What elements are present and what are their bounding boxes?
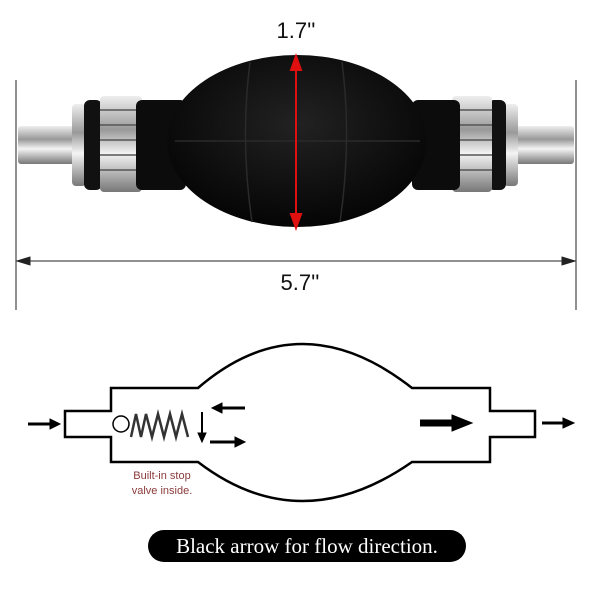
valve-note-line2: valve inside. (132, 485, 193, 497)
outlet-arrow-icon (542, 417, 576, 429)
caption-banner: Black arrow for flow direction. (148, 530, 466, 562)
left-flange (72, 104, 86, 186)
flow-diagram (63, 342, 537, 503)
into-bulb-arrow-icon (210, 436, 247, 448)
left-barb (18, 126, 76, 164)
pump-photo: 1.7'' 5.7'' (15, 18, 577, 310)
pump-outline (63, 342, 537, 503)
length-label: 5.7'' (281, 270, 320, 295)
valve-note-line1: Built-in stop (133, 470, 190, 482)
right-thread (452, 96, 492, 192)
flow-arrows (28, 402, 576, 448)
check-ball (112, 415, 130, 433)
right-sleeve (412, 100, 460, 190)
right-flange (504, 104, 518, 186)
return-left-arrow-icon (210, 402, 245, 414)
right-barb (516, 126, 574, 164)
left-thread (100, 96, 142, 192)
left-o-ring (84, 100, 102, 190)
right-o-ring (488, 100, 506, 190)
spring (129, 409, 190, 442)
height-arrow (289, 53, 303, 231)
height-label: 1.7'' (277, 18, 316, 43)
outflow-arrow-icon (420, 414, 474, 432)
inlet-arrow-icon (28, 418, 62, 430)
length-dimension (15, 80, 577, 310)
valve-down-arrow-icon (197, 412, 207, 444)
